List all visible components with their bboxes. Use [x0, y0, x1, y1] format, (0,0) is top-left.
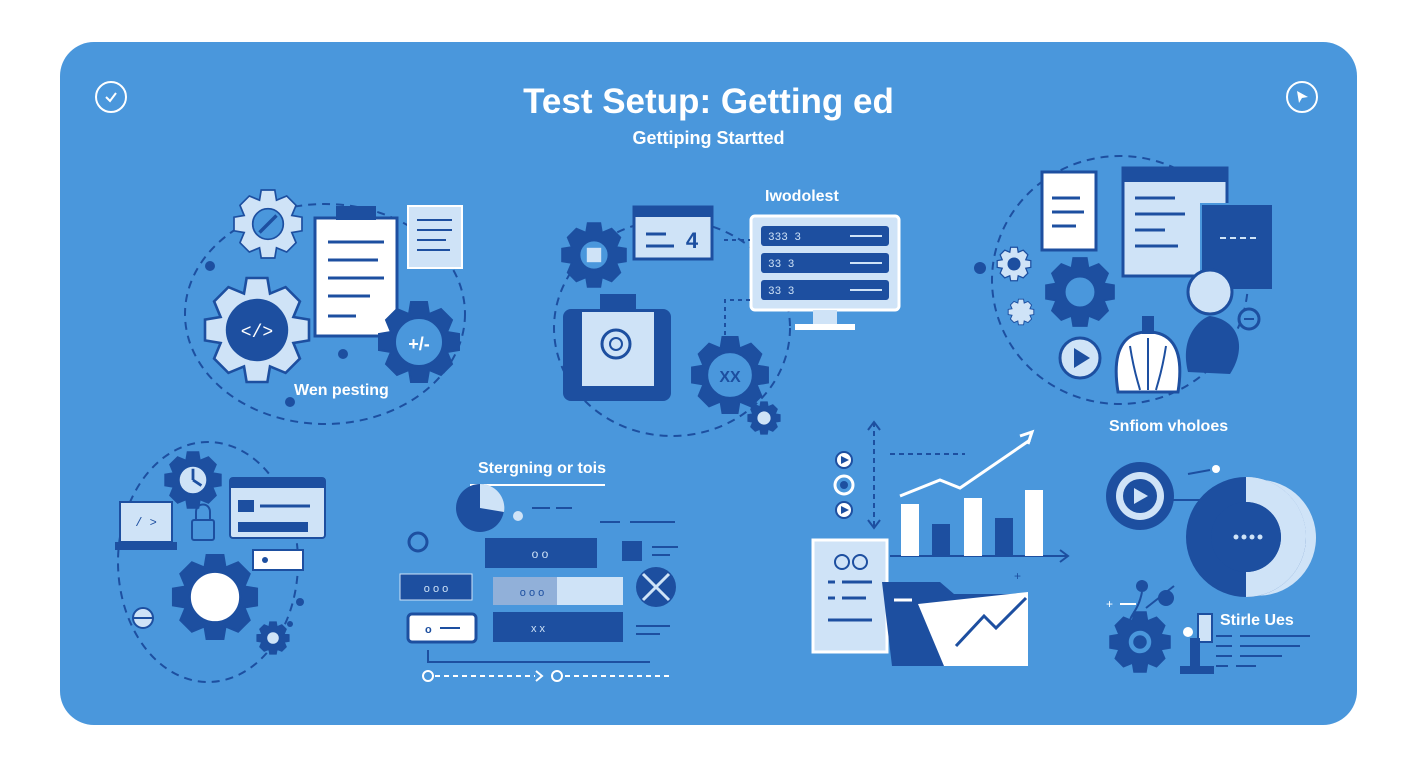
cursor-play-button[interactable] — [1286, 81, 1318, 113]
svg-text:4: 4 — [686, 228, 699, 253]
page-title: Test Setup: Getting ed — [523, 82, 894, 121]
server-row-1: 333 3 — [768, 232, 801, 244]
svg-text:o o: o o — [532, 547, 549, 561]
chat-bubble-icon — [407, 205, 463, 269]
cluster-analytics-docs — [974, 155, 1274, 405]
cluster-web-testing: </> +/- — [184, 189, 466, 425]
plus-minus-gear-icon — [378, 301, 460, 383]
cluster-chart: + — [811, 420, 1070, 666]
hero-panel: </> +/- — [60, 42, 1357, 725]
code-gear-icon — [203, 276, 311, 384]
server-row-3: 33 3 — [768, 286, 794, 298]
microscope-icon — [1180, 613, 1214, 674]
bar-chart-icon — [901, 490, 1043, 556]
cluster-form-pipeline: o o o o o o o o o x x — [399, 483, 678, 682]
clock-gear-icon — [164, 451, 222, 509]
pipeline-bar-3 — [493, 612, 623, 642]
pipeline-bar-1 — [485, 538, 597, 568]
svg-text:x x: x x — [531, 623, 546, 635]
svg-text:+: + — [1014, 569, 1021, 583]
label-stirle-ues: Stirle Ues — [1220, 612, 1294, 629]
x-gear-icon — [691, 336, 769, 414]
page-subtitle: Gettiping Startted — [632, 128, 785, 148]
label-iwodolest: Iwodolest — [765, 188, 839, 205]
svg-text:+: + — [1106, 597, 1113, 611]
label-snfiom-vholoes: Snfiom vholoes — [1109, 418, 1229, 435]
pipeline-bar-2 — [493, 577, 623, 605]
check-circle-button[interactable] — [95, 81, 127, 113]
cursor-play-icon — [1297, 91, 1308, 103]
gear-icon — [233, 189, 303, 259]
cluster-workflow: 4 XX 333 3 33 3 — [553, 205, 901, 437]
svg-text:o o o: o o o — [520, 587, 544, 599]
report-card-icon — [811, 538, 889, 654]
svg-text:o o o: o o o — [424, 583, 448, 595]
lock-icon — [191, 519, 215, 541]
check-circle-icon — [105, 92, 117, 103]
label-wen-pesting: Wen pesting — [294, 382, 389, 399]
code-tag-text: </> — [241, 323, 273, 343]
svg-text:+/-: +/- — [408, 334, 430, 354]
gear-icon-bottom — [1109, 611, 1171, 673]
label-stergning: Stergning or tois — [478, 460, 606, 477]
laptop-icon — [119, 501, 173, 543]
cluster-donut: + — [1106, 462, 1316, 674]
trend-line — [899, 438, 1031, 498]
pipeline-pill-1 — [399, 573, 473, 601]
small-gear-icon-2 — [996, 246, 1032, 282]
cluster-code-gears: / > — [115, 441, 326, 683]
svg-text:o: o — [425, 624, 432, 636]
small-gear-icon — [747, 401, 781, 435]
location-pin-icon — [407, 531, 429, 553]
server-row-2: 33 3 — [768, 259, 794, 271]
svg-text:XX: XX — [719, 369, 741, 386]
illustration-canvas: </> +/- — [115, 155, 1316, 683]
svg-text:/ >: / > — [135, 516, 157, 530]
settings-gear-icon — [561, 222, 627, 288]
big-gear-icon — [171, 553, 259, 641]
gear-icon-large — [1045, 257, 1115, 327]
